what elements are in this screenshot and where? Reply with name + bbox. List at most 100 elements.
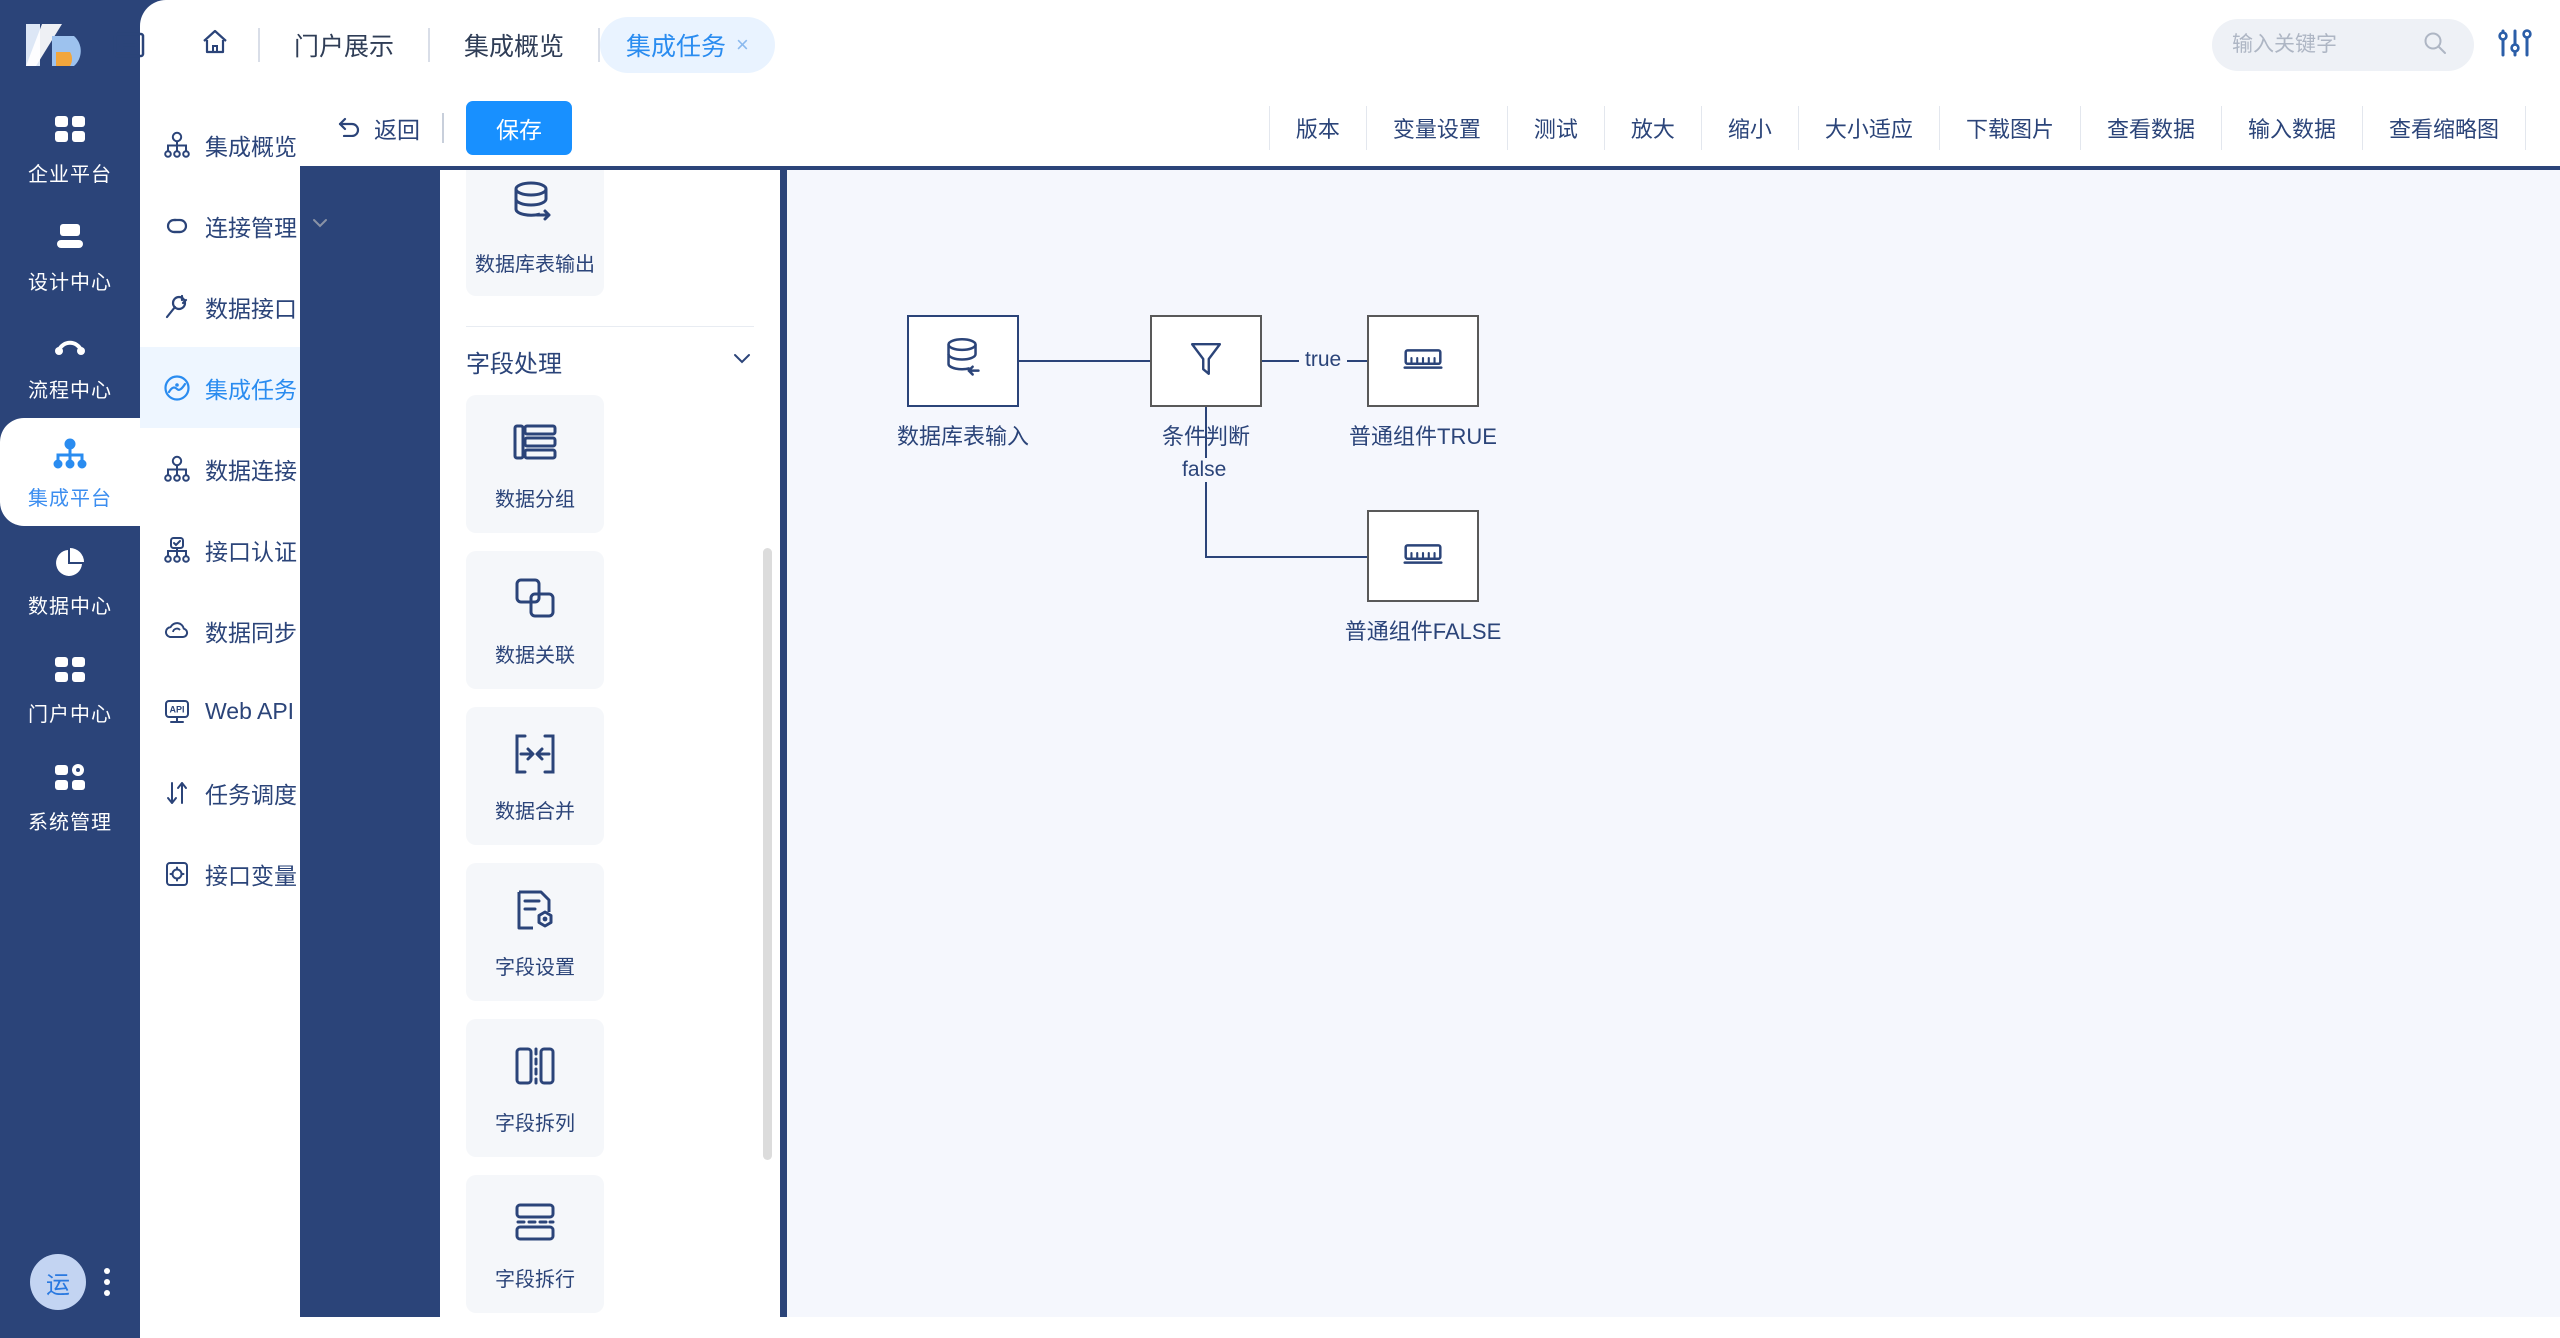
data-group-icon [509,416,561,473]
sidebar-item-label: 设计中心 [28,271,112,294]
sidebar-item-design-center[interactable]: 设计中心 [0,202,140,310]
save-button[interactable]: 保存 [466,101,572,155]
tab-separator [598,28,601,62]
toolbar-button-zoom-in[interactable]: 放大 [1605,106,1702,150]
subnav-item-label: 数据连接 [205,457,297,484]
palette-item-split-row[interactable]: 字段拆行 [466,1175,604,1313]
subnav-item-web-api[interactable]: API Web API [140,671,300,752]
sidebar-item-data-center[interactable]: 数据中心 [0,526,140,634]
palette-item-label: 数据库表输出 [475,254,595,276]
palette-item-split-column[interactable]: 字段拆列 [466,1019,604,1157]
toolbar-button-view-thumbnail[interactable]: 查看缩略图 [2363,106,2526,150]
palette-group-partial: 数据库表输出 [466,170,754,306]
app-logo[interactable] [0,0,140,90]
settings-blocks-icon [52,758,88,798]
network-check-icon [162,535,192,565]
tab-integration-overview[interactable]: 集成概览 [430,17,598,73]
subnav-item-interface-variable[interactable]: 接口变量 [140,833,300,914]
sidebar-item-portal-center[interactable]: 门户中心 [0,634,140,742]
palette-item-data-join[interactable]: 数据关联 [466,551,604,689]
palette-item-data-group[interactable]: 数据分组 [466,395,604,533]
subnav-item-integration-task[interactable]: 集成任务 [140,347,300,428]
flow-node-box[interactable] [1367,510,1479,602]
toolbar-button-version[interactable]: 版本 [1268,106,1367,150]
flow-node-box[interactable] [907,315,1019,407]
subnav-item-task-scheduler[interactable]: 任务调度 [140,752,300,833]
sidebar-item-enterprise-platform[interactable]: 企业平台 [0,94,140,202]
flow-node-box[interactable] [1150,315,1262,407]
toolbar-button-zoom-out[interactable]: 缩小 [1702,106,1799,150]
toolbar-button-view-data[interactable]: 查看数据 [2081,106,2222,150]
flow-node-common-true[interactable]: 普通组件TRUE [1349,315,1497,449]
chevron-down-icon[interactable] [730,346,754,377]
sliders-icon[interactable] [2498,27,2532,64]
subnav-item-interface-auth[interactable]: 接口认证 [140,509,300,590]
flow-node-box[interactable] [1367,315,1479,407]
toolbar-button-variables[interactable]: 变量设置 [1367,106,1508,150]
tab-integration-task[interactable]: 集成任务 × [600,17,775,73]
edge-label-true: true [1299,348,1348,372]
subnav-item-data-interface[interactable]: 数据接口 [140,266,300,347]
split-column-icon [509,1040,561,1097]
flow-edges [1019,353,1474,565]
close-icon[interactable]: × [736,32,749,57]
kebab-menu-icon[interactable] [104,1268,110,1296]
palette-item-label: 数据分组 [495,489,575,511]
subnav-item-label: 任务调度 [205,781,297,808]
filter-funnel-icon [1182,335,1230,388]
back-button[interactable]: 返回 [336,111,420,145]
subnav-item-integration-overview[interactable]: 集成概览 [140,104,300,185]
canvas-bottom-gutter [300,1317,2560,1338]
sidebar-item-label: 系统管理 [28,811,112,834]
toolbar-button-download-image[interactable]: 下载图片 [1940,106,2081,150]
task-wave-icon [162,373,192,403]
toolbar-button-fit-size[interactable]: 大小适应 [1799,106,1940,150]
chevron-down-icon[interactable] [310,212,330,239]
toolbar-divider [442,113,444,143]
palette-item-data-merge[interactable]: 数据合并 [466,707,604,845]
api-monitor-icon: API [162,697,192,727]
palette-item-label: 字段拆行 [495,1269,575,1291]
palette-scrollbar[interactable] [763,548,772,1160]
palette-group-header-field-processing[interactable]: 字段处理 [466,327,754,395]
flow-node-label: 条件判断 [1161,424,1251,449]
palette-item-label: 数据关联 [495,645,575,667]
search-box[interactable] [2212,19,2474,71]
toolbar-button-input-data[interactable]: 输入数据 [2222,106,2363,150]
flow-canvas[interactable]: 数据库表输入 条件判断 普通组件TRUE [787,170,2560,1317]
flow-node-db-table-input[interactable]: 数据库表输入 [897,315,1029,449]
pie-chart-icon [52,542,88,582]
search-input[interactable] [2232,33,2422,57]
sidebar-item-label: 企业平台 [28,163,112,186]
sidebar-item-integration-platform[interactable]: 集成平台 [0,418,140,526]
palette-scroll-area[interactable]: 数据库表输出 字段处理 数据分组 [440,170,780,1317]
palette-divider [466,326,754,327]
layers-icon [52,218,88,258]
back-button-label: 返回 [374,117,420,143]
sidebar-item-label: 数据中心 [28,595,112,618]
search-icon[interactable] [2422,30,2448,61]
secondary-sidebar: 集成概览 连接管理 数据接口 [140,90,327,1338]
avatar[interactable]: 运 [30,1254,86,1310]
subnav-item-data-connection[interactable]: 数据连接 [140,428,300,509]
db-input-icon [936,332,990,391]
primary-sidebar: 企业平台 设计中心 流程中心 集成平台 [0,0,140,1338]
subnav-item-label: 集成概览 [205,133,297,160]
flow-node-condition[interactable]: 条件判断 [1150,315,1262,449]
toolbar-button-test[interactable]: 测试 [1508,106,1605,150]
flow-node-common-false[interactable]: 普通组件FALSE [1345,510,1501,644]
split-row-icon [509,1196,561,1253]
header-actions [2212,19,2560,71]
subnav-item-data-sync[interactable]: 数据同步 [140,590,300,671]
palette-item-field-settings[interactable]: 字段设置 [466,863,604,1001]
tab-portal-display[interactable]: 门户展示 [260,17,428,73]
flow-node-label: 普通组件FALSE [1344,619,1502,644]
sidebar-item-process-center[interactable]: 流程中心 [0,310,140,418]
sidebar-item-system-management[interactable]: 系统管理 [0,742,140,850]
tab-home[interactable] [172,17,258,73]
subnav-item-label: 接口认证 [205,538,297,565]
subnav-item-connection-management[interactable]: 连接管理 [140,185,327,266]
palette-item-db-table-output[interactable]: 数据库表输出 [466,170,604,296]
flow-node-label: 普通组件TRUE [1349,424,1497,449]
collapse-panel-icon[interactable] [112,28,146,62]
